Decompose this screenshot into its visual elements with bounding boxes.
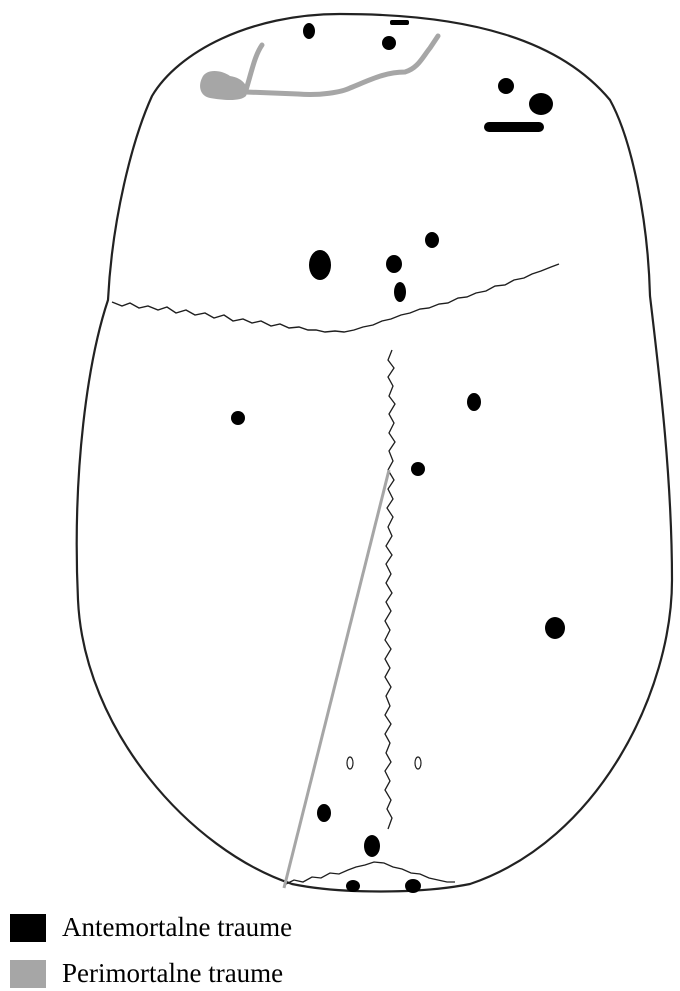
lesion-spot (467, 393, 481, 411)
legend-label-perimortem: Perimortalne traume (62, 958, 283, 989)
coronal-suture (112, 264, 559, 332)
antemortem-lesions (231, 20, 565, 893)
foramen-icon (415, 757, 421, 769)
fracture-line-parietal (284, 470, 389, 888)
foramen-icon (347, 757, 353, 769)
lesion-spot (382, 36, 396, 50)
lesion-spot (386, 255, 402, 273)
lesion-spot (317, 804, 331, 822)
legend-swatch-perimortem (10, 960, 46, 988)
legend-perimortem: Perimortalne traume (10, 958, 283, 989)
fracture-spot-frontal (200, 71, 247, 100)
lesion-spot (390, 20, 409, 25)
lesion-spot (309, 250, 331, 280)
legend-swatch-antemortem (10, 914, 46, 942)
lesion-spot (529, 93, 553, 115)
lesion-spot (425, 232, 439, 248)
lesion-spot (303, 23, 315, 39)
lesion-spot (484, 122, 544, 132)
lesion-spot (411, 462, 425, 476)
lesion-spot (346, 880, 360, 892)
lesion-spot (394, 282, 406, 302)
lambdoid-suture (286, 862, 455, 884)
legend-label-antemortem: Antemortalne traume (62, 912, 292, 943)
lesion-spot (364, 835, 380, 857)
sagittal-suture (385, 350, 395, 829)
lesion-spot (545, 617, 565, 639)
skull-outline (77, 14, 672, 892)
lesion-spot (498, 78, 514, 94)
legend-antemortem: Antemortalne traume (10, 912, 292, 943)
lesion-spot (405, 879, 421, 893)
lesion-spot (231, 411, 245, 425)
